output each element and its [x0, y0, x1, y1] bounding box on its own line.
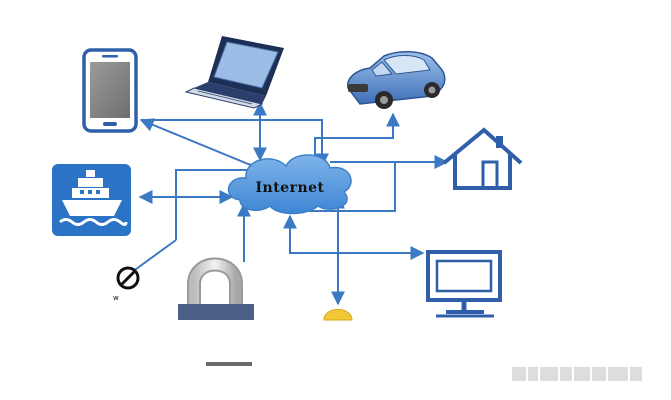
light-bulb-icon — [323, 309, 353, 321]
connections — [131, 101, 449, 306]
monitor-icon — [426, 250, 502, 318]
ship-icon — [52, 164, 131, 236]
link-monitor — [283, 214, 425, 260]
laptop-icon — [184, 36, 284, 109]
link-cloud-house — [305, 162, 396, 212]
watermark-blur — [512, 366, 662, 384]
house-icon — [442, 127, 523, 190]
padlock-icon — [178, 257, 254, 366]
link-phone-cloud — [141, 119, 329, 168]
internet-cloud: Internet — [227, 154, 352, 215]
link-car — [314, 112, 400, 166]
cloud-label: Internet — [255, 180, 324, 196]
link-phone — [139, 118, 259, 169]
smartphone-icon — [82, 48, 138, 133]
link-sensor — [131, 239, 177, 273]
svg-text:w: w — [113, 294, 119, 302]
link-ship-cloud — [175, 163, 264, 240]
sensor-icon: w — [113, 266, 140, 302]
car-icon — [347, 51, 446, 109]
